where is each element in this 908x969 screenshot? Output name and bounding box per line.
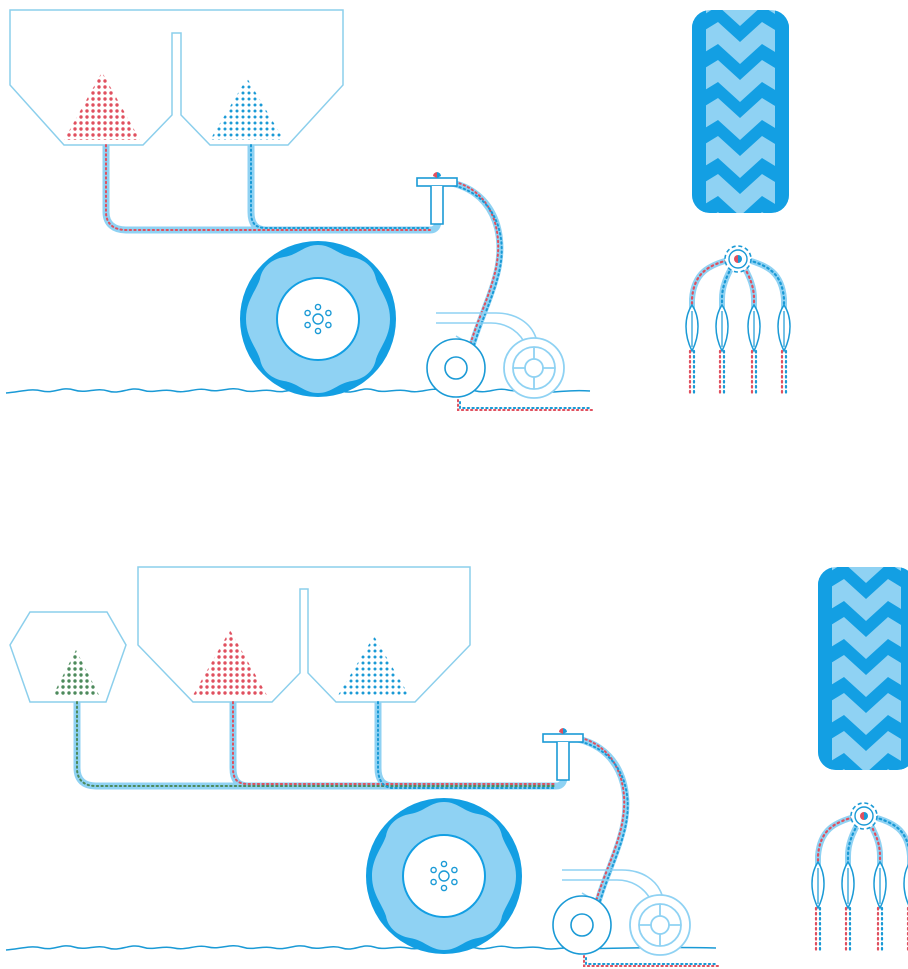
distributor-head-icon <box>542 727 584 781</box>
press-wheel-icon <box>552 869 691 956</box>
fertilizer-hopper <box>9 611 127 703</box>
distributor-head-icon <box>416 171 458 225</box>
tire-tread-icon <box>682 6 798 234</box>
seed-green-pile <box>52 650 100 697</box>
seed-hose <box>102 144 504 361</box>
double-hopper <box>9 9 344 146</box>
tire-tread-icon <box>808 563 908 791</box>
press-wheel-icon <box>426 312 565 399</box>
seed-red-pile <box>192 630 268 697</box>
drive-wheel-icon <box>365 797 523 955</box>
seed-red-pile <box>64 72 140 140</box>
drive-wheel-icon <box>239 240 397 398</box>
ground-line <box>5 944 717 951</box>
two-hopper-seeder-diagram <box>5 6 798 411</box>
seed-blue-pile <box>337 636 410 697</box>
gear-distributor-icon <box>812 803 908 951</box>
three-hopper-seeder-diagram <box>5 563 908 967</box>
seed-blue-pile <box>210 78 284 140</box>
double-hopper <box>137 566 471 703</box>
gear-distributor-icon <box>686 246 790 394</box>
